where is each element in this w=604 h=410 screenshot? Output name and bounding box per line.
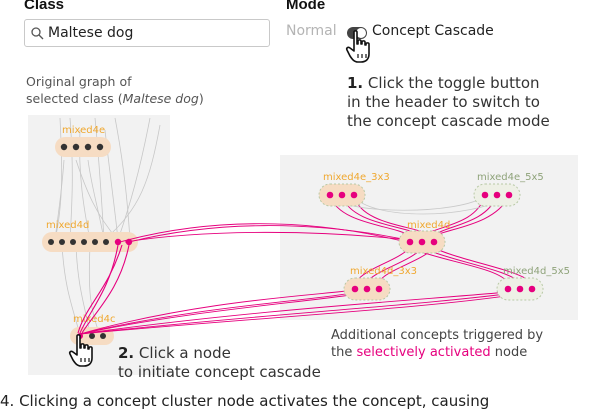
node-mixed4d-dots bbox=[48, 239, 109, 245]
step2-line2: to initiate concept cascade bbox=[118, 363, 321, 381]
label-left-mixed4c: mixed4c bbox=[73, 314, 116, 325]
cascade-edges bbox=[79, 223, 533, 335]
original-graph-prefix: selected class ( bbox=[26, 91, 123, 106]
step2-instruction: 2. Click a node to initiate concept casc… bbox=[118, 344, 321, 382]
label-r3a: mixed4d_3x3 bbox=[350, 266, 417, 277]
class-search-input[interactable] bbox=[44, 25, 248, 41]
original-graph-line1: Original graph of bbox=[26, 74, 132, 89]
step1-line3: the concept cascade mode bbox=[347, 112, 550, 130]
step1-line2: in the header to switch to bbox=[347, 93, 540, 111]
additional-concepts-note: Additional concepts triggered by the sel… bbox=[331, 327, 543, 361]
toggle-switch-icon bbox=[356, 28, 366, 38]
node-mixed4e[interactable] bbox=[55, 137, 111, 157]
label-r3b: mixed4d_5x5 bbox=[503, 266, 570, 277]
original-graph-note: Original graph of selected class (Maltes… bbox=[26, 73, 204, 107]
step1-line1: Click the toggle button bbox=[367, 74, 540, 92]
step1-number: 1. bbox=[347, 74, 364, 92]
label-r1a: mixed4e_3x3 bbox=[323, 172, 390, 183]
node-mixed4d[interactable] bbox=[42, 232, 138, 252]
mode-cascade-label[interactable]: Concept Cascade bbox=[372, 23, 494, 39]
additional-suffix: node bbox=[490, 345, 528, 360]
activated-edges-left bbox=[77, 244, 130, 334]
label-left-mixed4d: mixed4d bbox=[46, 220, 89, 231]
mode-normal-label[interactable]: Normal bbox=[286, 23, 337, 39]
label-r1b: mixed4e_5x5 bbox=[477, 172, 544, 183]
step2-number: 2. bbox=[118, 344, 135, 362]
original-graph-class: Maltese dog bbox=[122, 91, 199, 106]
search-icon bbox=[31, 26, 44, 39]
label-left-mixed4e: mixed4e bbox=[62, 125, 105, 136]
hand-pointer-icon bbox=[345, 30, 370, 63]
mode-header-label: Mode bbox=[286, 0, 326, 13]
additional-prefix: the bbox=[331, 345, 357, 360]
class-header-label: Class bbox=[24, 0, 65, 13]
original-graph-edges bbox=[54, 117, 161, 241]
additional-line1: Additional concepts triggered by bbox=[331, 328, 544, 343]
original-graph-suffix: ) bbox=[198, 91, 204, 106]
additional-highlight: selectively activated bbox=[356, 345, 491, 360]
step2-line1: Click a node bbox=[138, 344, 231, 362]
class-search-box[interactable] bbox=[24, 19, 270, 47]
node-mixed4e-dots bbox=[60, 143, 104, 151]
step1-instruction: 1. Click the toggle button in the header… bbox=[347, 74, 550, 131]
figure-caption: 4. Clicking a concept cluster node activ… bbox=[0, 392, 490, 410]
hand-pointer-icon bbox=[68, 334, 93, 367]
label-r2: mixed4d bbox=[407, 220, 450, 231]
